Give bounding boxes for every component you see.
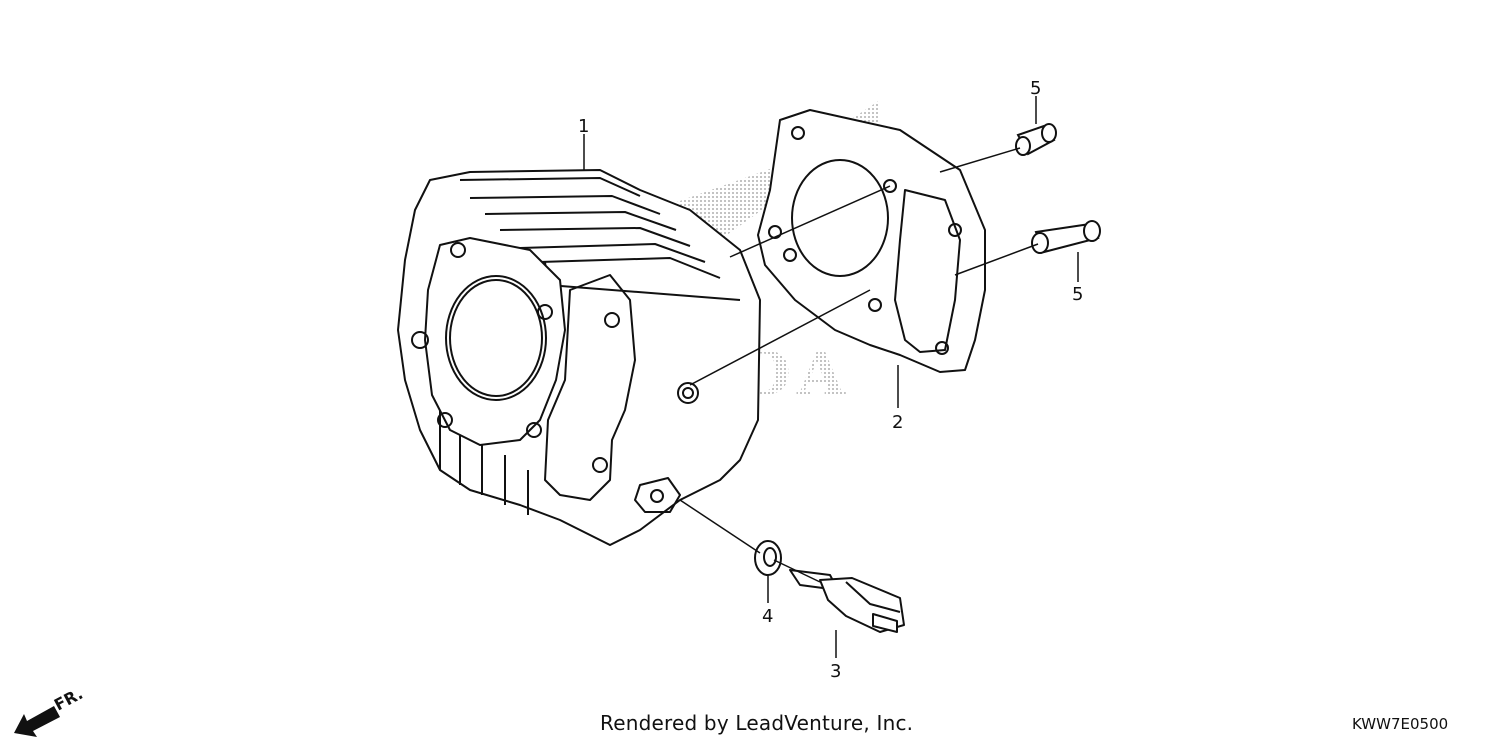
- sealing-washer-part[interactable]: [754, 540, 782, 576]
- render-credit: Rendered by LeadVenture, Inc.: [600, 711, 914, 735]
- callout-numbers: 1 2 3 4 5 5: [578, 78, 1083, 682]
- cylinder-part[interactable]: [397, 169, 761, 546]
- diagram-code: KWW7E0500: [1352, 715, 1449, 733]
- temperature-sensor-part[interactable]: [789, 569, 905, 633]
- callout-1: 1: [578, 116, 589, 137]
- callout-5-lower: 5: [1072, 284, 1083, 305]
- front-direction-arrow-icon: FR.: [14, 684, 86, 737]
- callout-2: 2: [892, 412, 903, 433]
- callout-4: 4: [762, 606, 773, 627]
- dowel-pin-upper[interactable]: [1015, 123, 1057, 156]
- dowel-pin-lower[interactable]: [1031, 220, 1101, 254]
- callout-3: 3: [830, 661, 841, 682]
- front-label: FR.: [51, 684, 86, 715]
- callout-5-upper: 5: [1030, 78, 1041, 99]
- leader-lines: [583, 96, 1079, 658]
- gasket-part[interactable]: [757, 109, 986, 373]
